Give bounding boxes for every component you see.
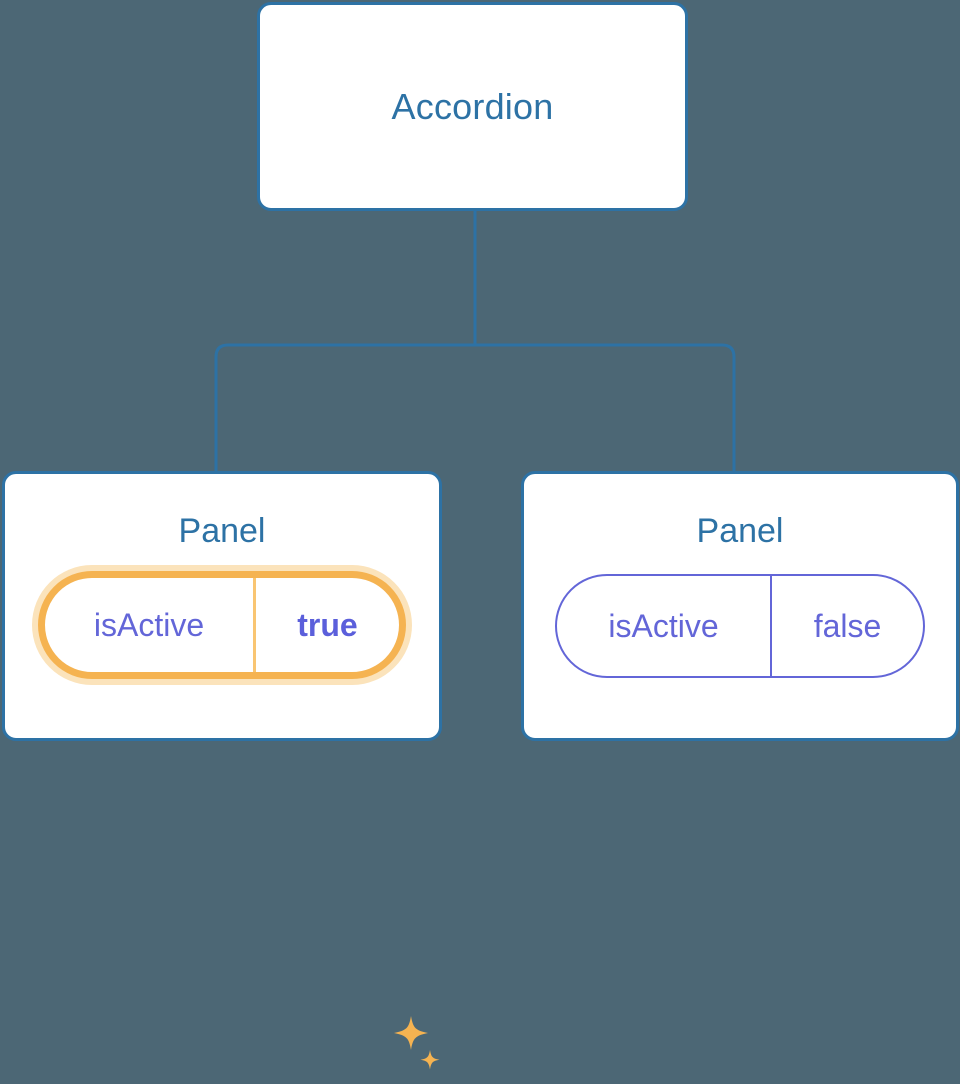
node-panel-left[interactable]: Panel isActive true: [2, 471, 442, 1070]
node-accordion-title: Accordion: [391, 85, 554, 127]
sparkle-group: [394, 1016, 440, 1070]
node-panel-right-title: Panel: [696, 512, 784, 550]
prop-pill-isactive-true[interactable]: isActive true: [38, 571, 406, 679]
prop-value-label: true: [297, 606, 358, 643]
sparkle-icon-large: [394, 1016, 428, 1050]
sparkle-icon-small: [420, 1050, 440, 1070]
node-panel-right[interactable]: Panel isActive false: [521, 471, 959, 741]
prop-key-label: isActive: [45, 578, 256, 672]
prop-value-label: false: [813, 607, 882, 644]
prop-pill-isactive-false[interactable]: isActive false: [555, 574, 925, 678]
prop-key-label: isActive: [557, 576, 772, 676]
node-panel-left-title: Panel: [178, 512, 266, 550]
connector-branch-bar: [214, 343, 736, 471]
node-accordion[interactable]: Accordion: [257, 2, 688, 211]
prop-pill-highlight-glow: isActive true: [32, 565, 412, 685]
